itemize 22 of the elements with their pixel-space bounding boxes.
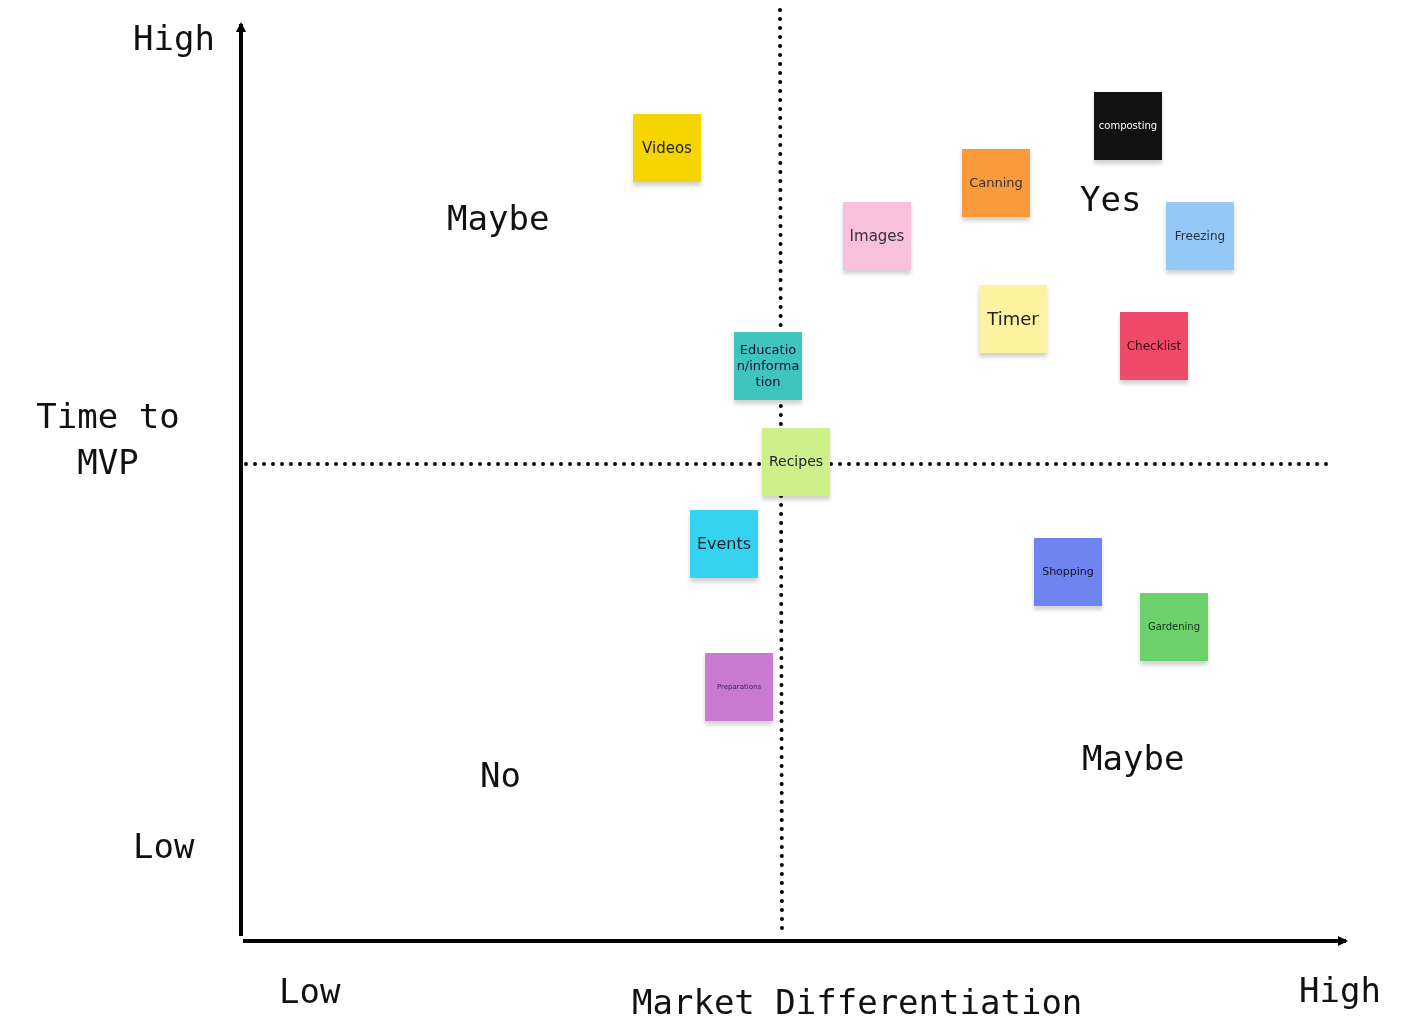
sticky-note: Recipes (762, 428, 830, 496)
sticky-note: Canning (962, 149, 1030, 217)
sticky-note: Shopping (1034, 538, 1102, 606)
quadrant-label: No (480, 754, 521, 797)
quadrant-label: Yes (1080, 178, 1142, 221)
axis-label: High (1299, 969, 1381, 1012)
sticky-note: Events (690, 510, 758, 578)
axis-label: High (133, 17, 215, 60)
sticky-note: Videos (633, 114, 701, 182)
axis-label: Low (279, 970, 341, 1013)
axis-title: Time to MVP (35, 395, 181, 484)
sticky-note: Education/information (734, 332, 802, 400)
axis-title: Market Differentiation (632, 981, 1083, 1024)
sticky-note: Gardening (1140, 593, 1208, 661)
sticky-note: Images (843, 202, 911, 270)
axis-label: Low (133, 825, 195, 868)
quadrant-label: Maybe (447, 197, 550, 240)
sticky-note: Freezing (1166, 202, 1234, 270)
sticky-note: Timer (979, 285, 1047, 353)
sticky-note: composting (1094, 92, 1162, 160)
sticky-note: Checklist (1120, 312, 1188, 380)
quadrant-label: Maybe (1082, 737, 1185, 780)
